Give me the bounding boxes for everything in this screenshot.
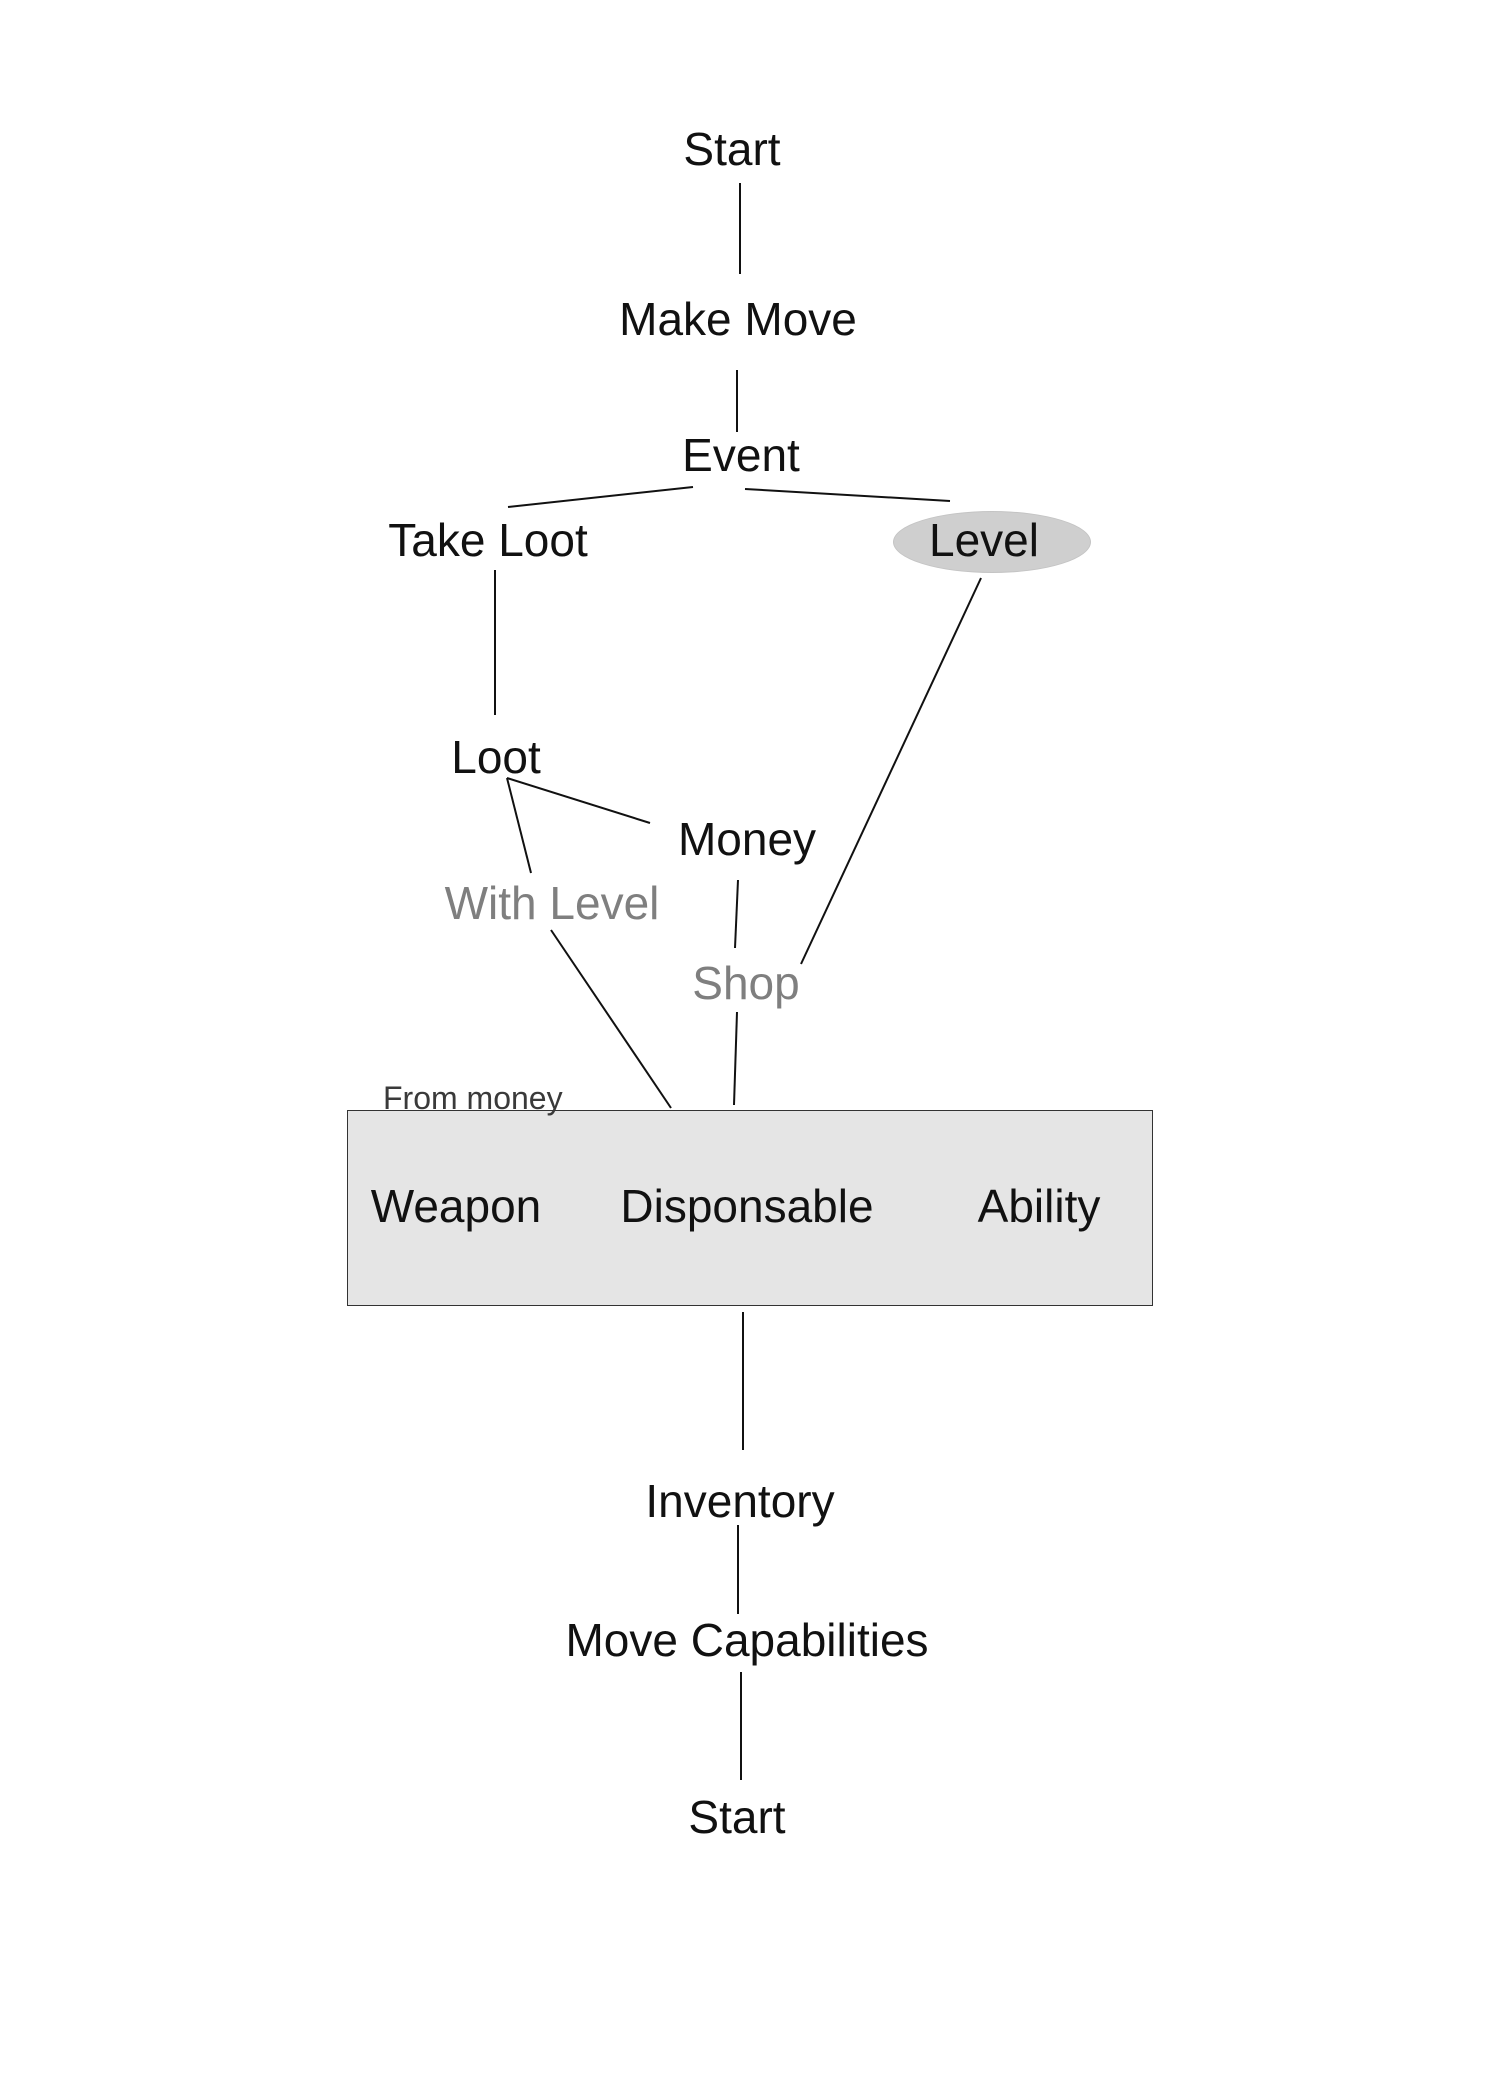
edge-level-shop (800, 577, 982, 965)
node-start-top: Start (683, 123, 781, 175)
node-ability: Ability (977, 1180, 1101, 1232)
from-money-caption: From money (383, 1080, 563, 1116)
node-inventory: Inventory (645, 1475, 835, 1527)
node-shop: Shop (692, 957, 800, 1009)
node-make-move: Make Move (619, 293, 857, 345)
edge-event-level (744, 488, 951, 502)
level-node-ellipse (893, 511, 1091, 573)
node-money: Money (677, 813, 817, 865)
edge-money-shop (734, 879, 739, 949)
node-with-level: With Level (444, 877, 660, 929)
node-disponsable: Disponsable (620, 1180, 874, 1232)
edge-withlevel-box (550, 929, 672, 1109)
node-take-loot: Take Loot (388, 514, 588, 566)
node-level: Level (929, 514, 1039, 566)
node-move-capabilities: Move Capabilities (565, 1614, 929, 1666)
node-loot: Loot (451, 731, 541, 783)
node-start-bottom: Start (688, 1791, 786, 1843)
node-event: Event (682, 429, 800, 481)
edge-loot-money (506, 777, 651, 824)
edge-event-takeloot (507, 486, 694, 508)
item-types-box (347, 1110, 1153, 1306)
edge-loot-withlevel (506, 777, 532, 874)
edge-shop-box (733, 1011, 738, 1106)
node-weapon: Weapon (370, 1180, 542, 1232)
